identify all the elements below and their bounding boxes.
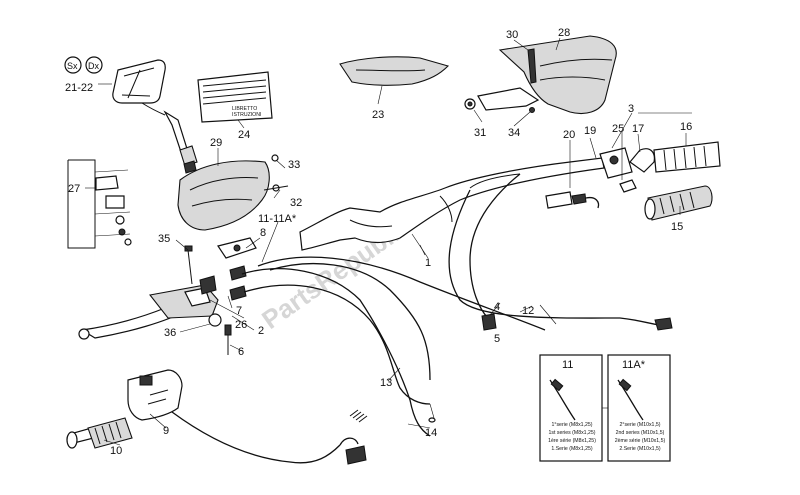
- callout-9: 9: [163, 425, 169, 437]
- callout-35: 35: [158, 233, 170, 245]
- manual-label-line-2: ISTRUZIONI: [232, 112, 261, 118]
- callout-1: 1: [425, 257, 431, 269]
- callout-6: 6: [238, 346, 244, 358]
- callout-3: 3: [628, 103, 634, 115]
- handlebar: [299, 157, 605, 256]
- callout-17: 17: [632, 123, 644, 135]
- mirror-right-badge-label: Dx: [88, 61, 99, 71]
- callout-11-11a: 11-11A*: [258, 213, 297, 225]
- callout-25: 25: [612, 123, 624, 135]
- callout-31: 31: [474, 127, 486, 139]
- callout-10: 10: [110, 445, 122, 457]
- left-hand-guard: [177, 154, 289, 231]
- callout-34: 34: [508, 127, 520, 139]
- throttle-assembly: [545, 141, 721, 221]
- callout-12: 12: [522, 305, 534, 317]
- inset-left-note-4: 1.Serie (M8x1,25): [551, 446, 593, 452]
- callout-32: 32: [290, 197, 302, 209]
- callout-24: 24: [238, 129, 250, 141]
- inset-right-note-4: 2.Serie (M10x1,5): [619, 446, 661, 452]
- callout-15: 15: [671, 221, 683, 233]
- callout-5: 5: [494, 333, 500, 345]
- clutch-lever-assembly: [78, 275, 232, 355]
- inset-right-number: 11A*: [622, 359, 646, 371]
- callout-21-22: 21-22: [65, 82, 93, 94]
- inset-left-number: 11: [562, 359, 573, 371]
- callout-2: 2: [258, 325, 264, 337]
- callout-36: 36: [164, 327, 176, 339]
- guard-bracket: [464, 48, 540, 113]
- mirror-left-badge: [64, 56, 82, 74]
- mirror-left-badge-label: Sx: [67, 61, 78, 71]
- screw-35: [184, 245, 193, 285]
- callout-28: 28: [558, 27, 570, 39]
- inset-left-note-1: 1°serie (M8x1,25): [552, 422, 593, 428]
- instruction-manual: LIBRETTO ISTRUZIONI: [197, 71, 273, 123]
- inset-left-note-2: 1st series (M8x1,25): [549, 430, 596, 436]
- callout-13: 13: [380, 377, 392, 389]
- tool-bag: [339, 56, 450, 86]
- spring-clip: [349, 409, 368, 423]
- inset-panel: [539, 354, 671, 462]
- callout-14: 14: [425, 427, 437, 439]
- callout-labels: 1 2 3 4 5 6 7 8 9 10 11-11A* 12 13 14 15…: [65, 27, 692, 457]
- callout-29: 29: [210, 137, 222, 149]
- callout-19: 19: [584, 125, 596, 137]
- leader-lines: [85, 37, 692, 446]
- inset-left-note-3: 1ère série (M8x1,25): [548, 438, 596, 444]
- mirror-right-badge: [85, 56, 103, 74]
- mirror: Sx Dx: [64, 56, 198, 174]
- callout-33: 33: [288, 159, 300, 171]
- callout-4: 4: [494, 301, 500, 313]
- callout-16: 16: [680, 121, 692, 133]
- callout-26: 26: [235, 319, 247, 331]
- callout-8: 8: [260, 227, 266, 239]
- callout-23: 23: [372, 109, 384, 121]
- callout-20: 20: [563, 129, 575, 141]
- inset-text: 11 11A* 1°serie (M8x1,25) 1st series (M8…: [548, 359, 665, 452]
- callout-30: 30: [506, 29, 518, 41]
- inset-right-note-3: 2ème série (M10x1,5): [615, 438, 666, 444]
- inset-right-note-2: 2nd series (M10x1,5): [616, 430, 665, 436]
- manual-label-line-1: LIBRETTO: [232, 106, 257, 112]
- left-switch-and-grip: [66, 369, 367, 465]
- callout-7: 7: [236, 305, 242, 317]
- inset-right-note-1: 2°serie (M10x1,5): [620, 422, 661, 428]
- choke-lever: [217, 237, 257, 301]
- hardware-group: [67, 159, 132, 249]
- cables: [241, 173, 673, 437]
- callout-27: 27: [68, 183, 80, 195]
